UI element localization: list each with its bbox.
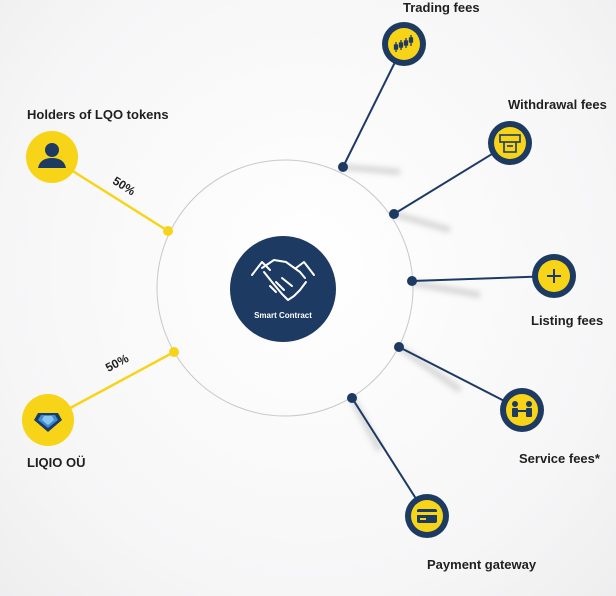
- service-node: [394, 342, 404, 352]
- trading-connector: [342, 43, 405, 168]
- liqio-node: [169, 347, 179, 357]
- center-title: Smart Contract: [254, 311, 312, 320]
- plus-icon: [547, 269, 561, 283]
- withdrawal-node: [389, 209, 399, 219]
- service-fees-label: Service fees*: [519, 451, 600, 466]
- withdrawal-fees-label: Withdrawal fees: [508, 97, 607, 112]
- service-fees-badge: [500, 388, 544, 432]
- listing-fees-badge: [532, 254, 576, 298]
- holders-icon-badge: [26, 131, 78, 183]
- liqio-logo-icon: [34, 413, 62, 432]
- trading-fees-label: Trading fees: [403, 0, 480, 15]
- holders-node: [163, 226, 173, 236]
- trading-fees-badge: [382, 22, 426, 66]
- user-icon: [38, 143, 66, 168]
- people-icon: [512, 401, 532, 417]
- payment-gateway-badge: [405, 494, 449, 538]
- service-connector: [398, 346, 523, 411]
- distribution-ring: [156, 159, 414, 417]
- listing-connector: [411, 275, 555, 282]
- handshake-icon: [251, 259, 315, 301]
- smart-contract-hub: Smart Contract: [230, 236, 336, 342]
- liqio-icon-badge: [22, 394, 74, 446]
- payment-node: [347, 393, 357, 403]
- listing-node: [407, 276, 417, 286]
- holders-label: Holders of LQO tokens: [27, 107, 169, 122]
- credit-card-icon: [417, 509, 437, 523]
- atm-icon: [499, 134, 521, 153]
- candlestick-chart-icon: [393, 35, 414, 52]
- trading-node: [338, 162, 348, 172]
- listing-fees-label: Listing fees: [531, 313, 604, 328]
- payment-connector: [351, 397, 428, 517]
- withdrawal-connector: [393, 142, 511, 215]
- payment-gateway-label: Payment gateway: [427, 557, 537, 572]
- liqio-label: LIQIO OÜ: [27, 455, 86, 470]
- withdrawal-fees-badge: [488, 121, 532, 165]
